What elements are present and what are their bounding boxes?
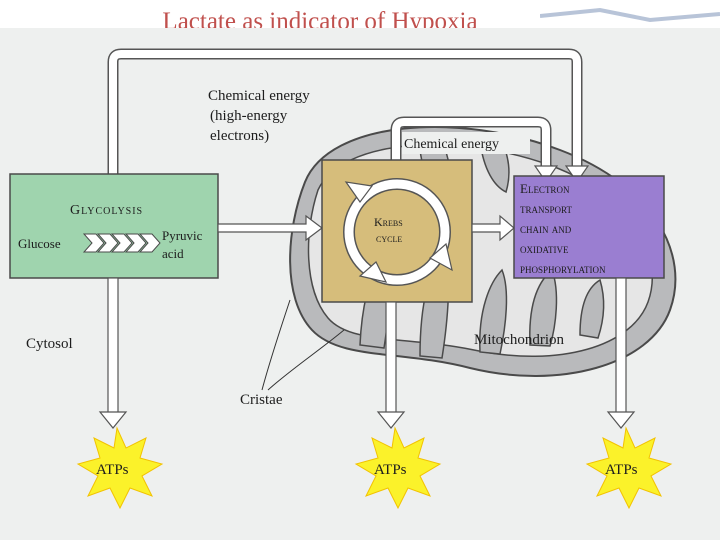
pyruvic-acid-label-line2: acid xyxy=(162,246,184,261)
etc-line-4: oxidative xyxy=(520,241,569,256)
chemical-energy-label-line2: (high-energy xyxy=(210,108,288,124)
svg-text:ATPs: ATPs xyxy=(96,462,129,478)
etc-line-5: phosphorylation xyxy=(520,261,606,276)
down-arrow-krebs xyxy=(376,301,406,429)
cytosol-label: Cytosol xyxy=(26,336,73,352)
glucose-label: Glucose xyxy=(18,236,61,251)
glycolysis-box xyxy=(9,173,219,279)
atp-burst-1: ATPs xyxy=(76,426,164,510)
arrow-glycolysis-to-krebs xyxy=(217,214,323,242)
down-arrow-glycolysis xyxy=(98,277,128,429)
slide-corner-decoration xyxy=(540,0,720,30)
etc-line-3: chain and xyxy=(520,221,572,236)
cristae-pointer-1 xyxy=(261,299,291,391)
atp-burst-3: ATPs xyxy=(585,426,673,510)
cycle-label: cycle xyxy=(376,233,402,245)
cristae-pointer-2 xyxy=(267,329,345,391)
inner-chemical-energy-label: Chemical energy xyxy=(404,137,499,152)
inner-chemical-energy-bg xyxy=(402,132,530,154)
etc-line-1: Electron xyxy=(520,181,570,196)
arrowhead-inner-into-etc xyxy=(533,165,559,184)
krebs-cycle-arrows xyxy=(343,178,453,286)
etc-box xyxy=(513,175,665,279)
glycolysis-chevrons xyxy=(82,233,161,253)
svg-text:ATPs: ATPs xyxy=(605,462,638,478)
down-arrow-etc xyxy=(606,277,636,429)
pyruvic-acid-label-line1: Pyruvic xyxy=(162,228,203,243)
etc-line-2: transport xyxy=(520,201,572,216)
cristae-label: Cristae xyxy=(240,392,283,408)
krebs-label: Krebs xyxy=(374,215,403,229)
glycolysis-title: Glycolysis xyxy=(70,203,143,218)
arrowhead-top-into-etc xyxy=(564,165,590,184)
chemical-energy-label-line3: electrons) xyxy=(210,128,269,144)
mitochondrion-label: Mitochondrion xyxy=(474,332,564,348)
arrow-krebs-to-etc-right xyxy=(471,214,515,242)
svg-text:ATPs: ATPs xyxy=(374,462,407,478)
chemical-energy-label-line1: Chemical energy xyxy=(208,88,310,104)
atp-burst-2: ATPs xyxy=(354,426,442,510)
